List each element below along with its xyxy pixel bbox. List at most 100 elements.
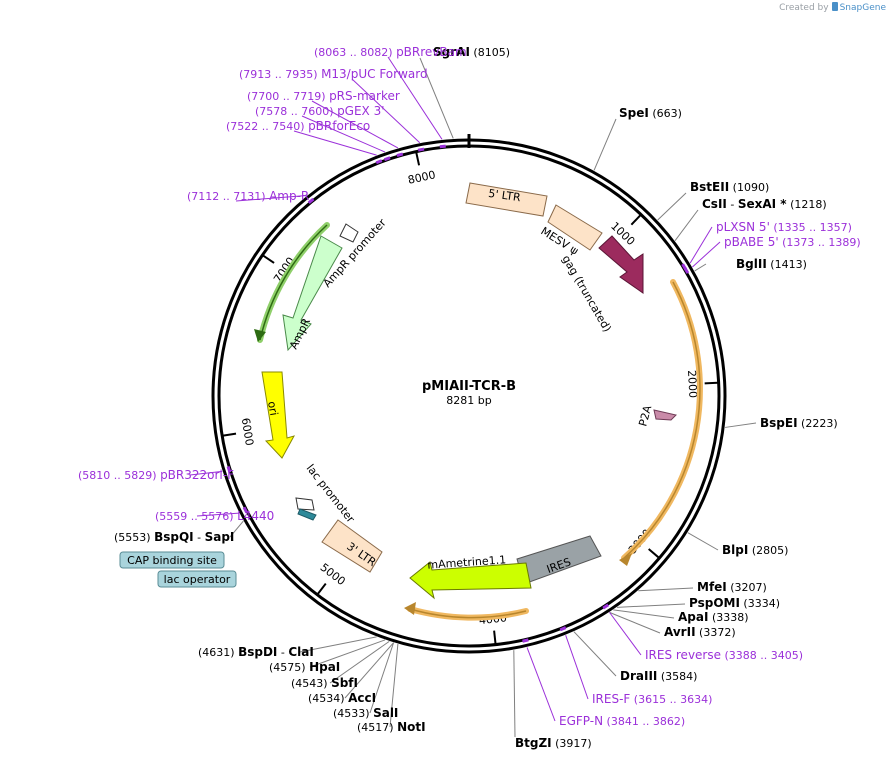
feature-lac-promoter[interactable] bbox=[295, 497, 315, 511]
annotation-labels: SgrAI (8105) SpeI (663) BstEII (1090) CsII … bbox=[78, 45, 861, 750]
primer-leader-line bbox=[196, 512, 240, 517]
site-label[interactable]: BglII (1413) bbox=[736, 257, 807, 271]
primer-leader-line bbox=[293, 130, 377, 156]
primer-label[interactable]: (7913 .. 7935) M13/pUC Forward bbox=[239, 67, 428, 81]
site-label[interactable]: (4631) BspDI - ClaI bbox=[198, 645, 314, 659]
primer-label[interactable]: pLXSN 5' (1335 .. 1357) bbox=[716, 220, 852, 234]
primer-range: (7700 .. 7719) bbox=[247, 90, 329, 103]
site-position: (3334) bbox=[740, 597, 780, 610]
feature-gag[interactable] bbox=[598, 235, 644, 294]
site-label[interactable]: SpeI (663) bbox=[619, 106, 682, 120]
site-leader-line bbox=[616, 603, 686, 608]
site-name: BspDI bbox=[238, 645, 277, 659]
site-label[interactable]: SgrAI (8105) bbox=[433, 45, 510, 59]
site-label[interactable]: PspOMI (3334) bbox=[689, 596, 780, 610]
feature-ampr[interactable] bbox=[282, 235, 343, 352]
plasmid-length: 8281 bp bbox=[446, 394, 491, 407]
orf-arc-ampr-head bbox=[254, 329, 266, 342]
lac-operator-box[interactable] bbox=[157, 570, 237, 588]
site-name: HpaI bbox=[309, 660, 340, 674]
site-label[interactable]: (4517) NotI bbox=[357, 720, 426, 734]
primer-leader-line bbox=[387, 56, 443, 140]
scale-tick bbox=[317, 582, 327, 595]
plasmid-name: pMIAII-TCR-B bbox=[422, 379, 516, 394]
site-label[interactable]: BspEI (2223) bbox=[760, 416, 838, 430]
site-label[interactable]: BtgZI (3917) bbox=[515, 736, 592, 750]
orf-arc-mametrine-line bbox=[409, 608, 527, 619]
primer-label[interactable]: (7522 .. 7540) pBRforEco bbox=[226, 119, 370, 133]
site-name: SalI bbox=[373, 706, 398, 720]
primer-label[interactable]: IRES-F (3615 .. 3634) bbox=[592, 692, 712, 706]
primer-range: (7913 .. 7935) bbox=[239, 68, 321, 81]
feature-3ltr[interactable] bbox=[321, 519, 383, 573]
site-leader-line bbox=[229, 520, 244, 538]
site-name: BspEI bbox=[760, 416, 798, 430]
orf-arc-ampr-line bbox=[259, 224, 328, 341]
site-leader-line bbox=[613, 609, 675, 619]
feature-ori[interactable] bbox=[261, 371, 296, 459]
site-leader-line bbox=[657, 192, 687, 221]
primer-site-mark bbox=[307, 197, 315, 205]
primer-range: (3615 .. 3634) bbox=[630, 693, 712, 706]
site-label[interactable]: (4533) SalI bbox=[333, 706, 398, 720]
site-label[interactable]: MfeI (3207) bbox=[697, 580, 767, 594]
primer-label[interactable]: (8063 .. 8082) pBRrevBam bbox=[314, 45, 467, 59]
site-leader-line bbox=[329, 640, 390, 684]
orf-arc-tcr-head bbox=[619, 553, 632, 566]
primer-label[interactable]: pBABE 5' (1373 .. 1389) bbox=[724, 235, 861, 249]
site-position: (663) bbox=[649, 107, 682, 120]
site-label[interactable]: (4575) HpaI bbox=[269, 660, 340, 674]
site-position: (5553) bbox=[114, 531, 154, 544]
site-label[interactable]: ApaI (3338) bbox=[678, 610, 749, 624]
feature-ampr-promoter[interactable] bbox=[339, 223, 359, 243]
site-label[interactable]: CsII - SexAI * (1218) bbox=[702, 197, 827, 211]
site-name: BtgZI bbox=[515, 736, 552, 750]
scale-tick-label: 6000 bbox=[239, 417, 256, 447]
primer-range: (8063 .. 8082) bbox=[314, 46, 396, 59]
cap-binding-site-box[interactable] bbox=[119, 551, 225, 569]
primer-range: (7112 .. 7131) bbox=[187, 190, 269, 203]
primer-label[interactable]: EGFP-N (3841 .. 3862) bbox=[559, 714, 685, 728]
primer-label[interactable]: (5810 .. 5829) pBR322ori-F bbox=[78, 468, 234, 482]
site-label[interactable]: (5553) BspQI - SapI bbox=[114, 530, 234, 544]
feature-mametrine-label: mAmetrine1.1 bbox=[427, 553, 507, 571]
site-position: (4631) bbox=[198, 646, 238, 659]
scale-tick bbox=[648, 548, 660, 559]
feature-p2a[interactable] bbox=[653, 409, 677, 421]
primer-range: (7578 .. 7600) bbox=[255, 105, 337, 118]
primer-leader-line bbox=[311, 100, 399, 149]
feature-mametrine[interactable] bbox=[409, 561, 532, 600]
scale-tick bbox=[493, 630, 497, 644]
feature-mesv-psi[interactable] bbox=[547, 204, 603, 251]
primer-label[interactable]: (7112 .. 7131) Amp-R bbox=[187, 189, 309, 203]
orf-highlights bbox=[254, 222, 703, 621]
primer-leader-line bbox=[235, 194, 307, 202]
primer-label[interactable]: (5559 .. 5576) L4440 bbox=[155, 509, 274, 523]
site-label[interactable]: (4534) AccI bbox=[308, 691, 376, 705]
feature-lac-operator-glyph[interactable] bbox=[297, 508, 317, 521]
primer-label[interactable]: IRES reverse (3388 .. 3405) bbox=[645, 648, 803, 662]
primer-label[interactable]: (7578 .. 7600) pGEX 3' bbox=[255, 104, 385, 118]
site-label[interactable]: (4543) SbfI bbox=[291, 676, 358, 690]
site-position: (1218) bbox=[787, 198, 827, 211]
primer-name: IRES reverse bbox=[645, 648, 721, 662]
site-leader-line bbox=[674, 209, 699, 242]
backbone bbox=[211, 134, 727, 654]
site-label[interactable]: BstEII (1090) bbox=[690, 180, 769, 194]
site-leader-line bbox=[694, 263, 707, 272]
site-label[interactable]: BlpI (2805) bbox=[722, 543, 788, 557]
primer-leader-line bbox=[526, 647, 556, 722]
feature-ori-label: ori bbox=[265, 400, 280, 416]
primer-site-mark bbox=[602, 603, 610, 610]
site-separator: - bbox=[727, 198, 738, 211]
site-leader-line bbox=[638, 587, 694, 592]
site-label[interactable]: AvrII (3372) bbox=[664, 625, 736, 639]
site-position: (3372) bbox=[696, 626, 736, 639]
primer-leader-line bbox=[565, 635, 589, 700]
site-name: SgrAI bbox=[433, 45, 470, 59]
site-leader-line bbox=[344, 642, 394, 699]
site-label[interactable]: DraIII (3584) bbox=[620, 669, 697, 683]
primer-label[interactable]: (7700 .. 7719) pRS-marker bbox=[247, 89, 400, 103]
scale-tick bbox=[415, 152, 421, 166]
feature-5ltr[interactable] bbox=[465, 182, 548, 217]
